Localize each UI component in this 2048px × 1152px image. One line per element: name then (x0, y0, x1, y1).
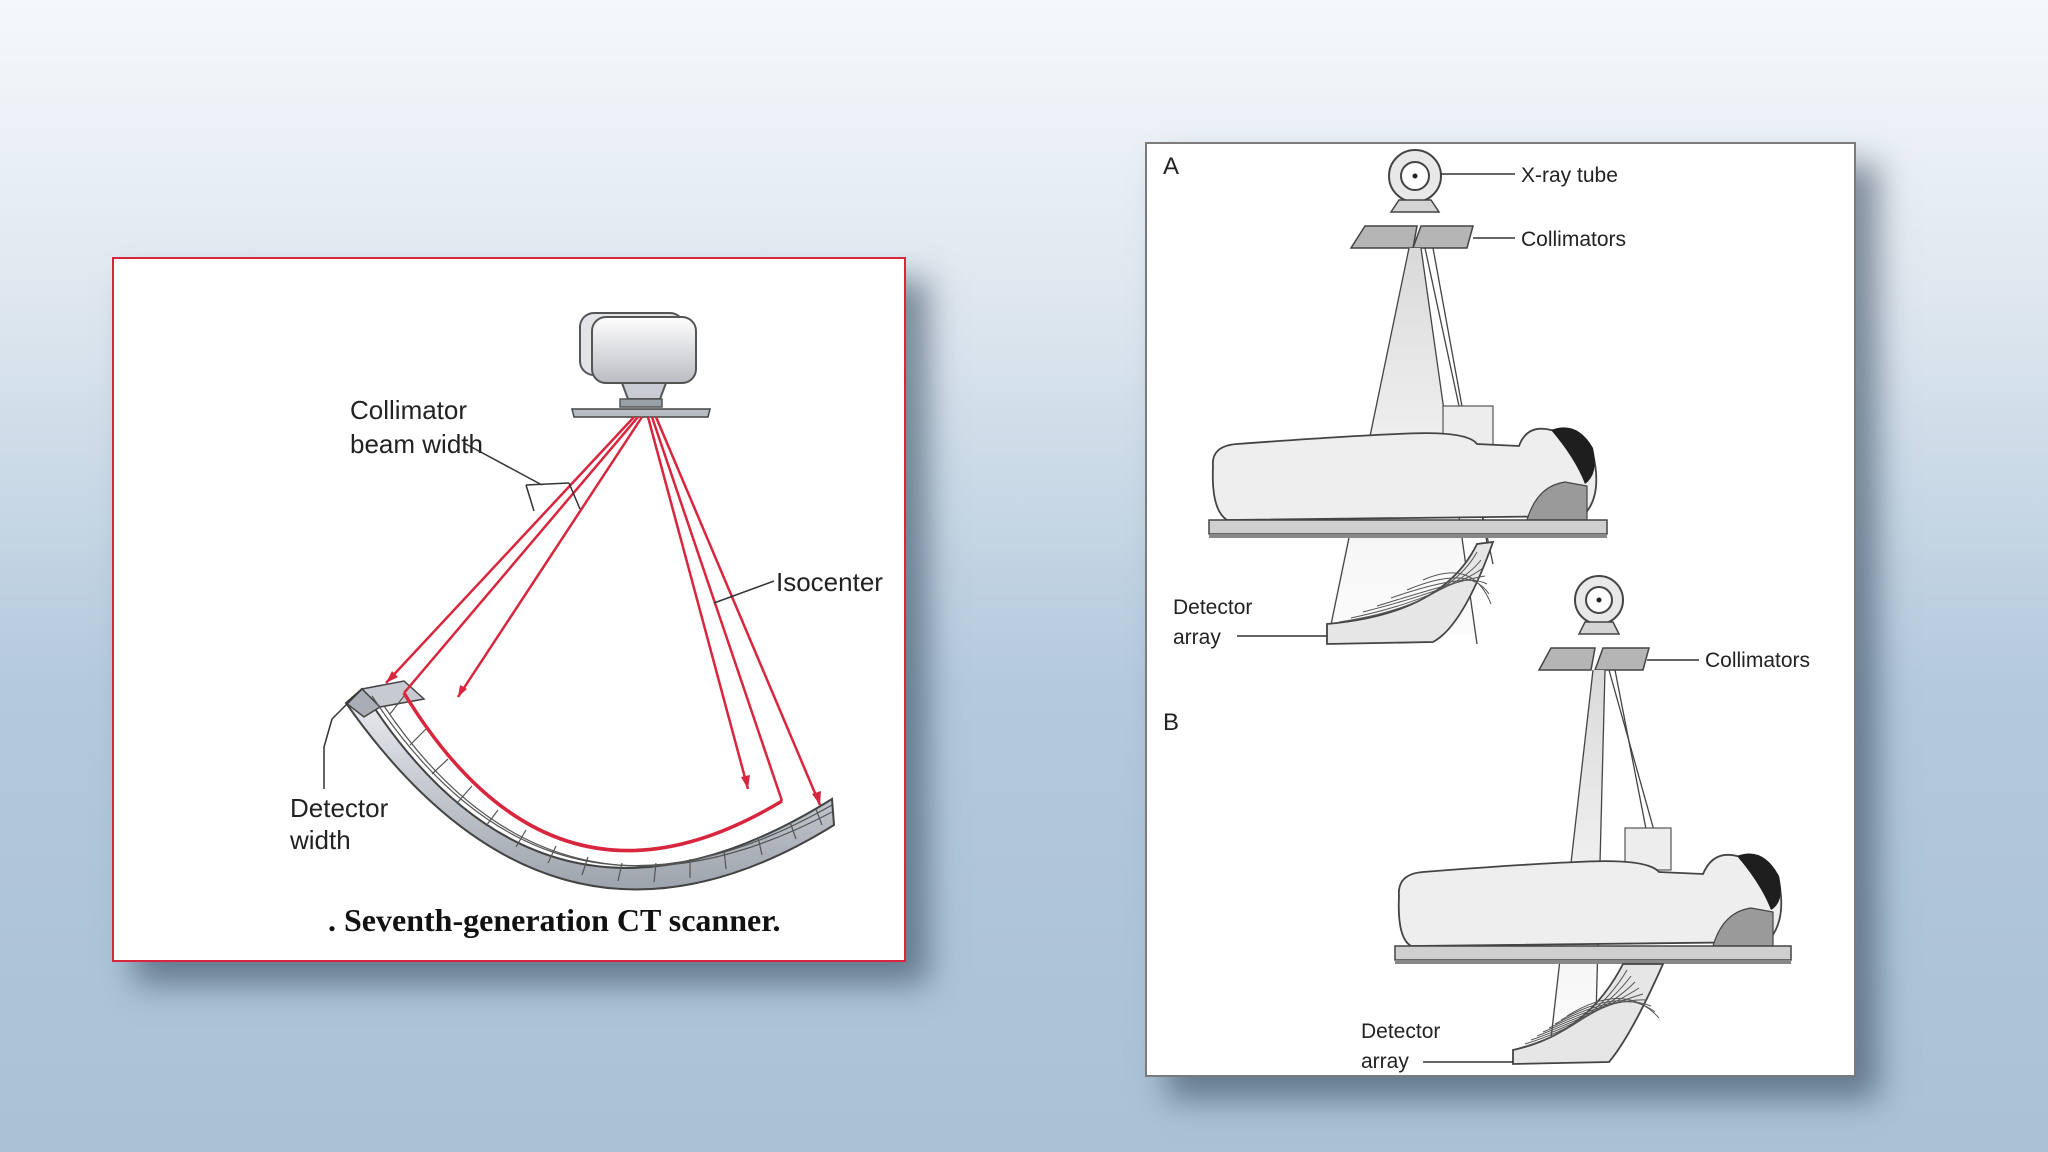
panel-a-collimators-label: Collimators (1521, 228, 1626, 251)
xray-beams (385, 416, 822, 853)
panel-b-table (1394, 945, 1792, 964)
collimator-width-bracket (463, 442, 581, 512)
panel-b-letter: B (1163, 709, 1179, 736)
detector-array-figure: A (1145, 142, 1856, 1077)
beam-arrowheads (386, 671, 821, 805)
panel-a-detector-label-line1: Detector (1173, 596, 1252, 619)
panel-b-leaders (1423, 659, 1699, 1063)
panel-a-xray-tube-icon (1388, 149, 1442, 213)
panel-a-patient (1211, 405, 1598, 521)
curved-detector-array (344, 680, 836, 891)
figure-caption: . Seventh-generation CT scanner. (328, 902, 780, 938)
panel-a-leaders (1237, 173, 1515, 637)
detector-width-label-line1: Detector (290, 793, 389, 823)
collimator-label-line1: Collimator (350, 395, 467, 425)
panel-b-patient (1397, 827, 1783, 947)
panel-a-collimators (1349, 225, 1474, 249)
panel-a-detector-array-icon (1326, 540, 1495, 645)
panel-b-detector-array-icon (1512, 963, 1665, 1065)
xray-tube-icon (571, 312, 711, 418)
collimator-label-line2: beam width (350, 429, 483, 459)
detector-array-diagram: A (1163, 149, 1810, 1073)
panel-b-xray-tube-icon (1574, 575, 1624, 635)
panel-a-detector-label-line2: array (1173, 626, 1221, 649)
detector-width-label-line2: width (289, 825, 351, 855)
panel-b-collimators (1537, 647, 1650, 671)
panel-b-detector-label-line2: array (1361, 1050, 1409, 1073)
xray-tube-label: X-ray tube (1521, 164, 1618, 187)
panel-a-letter: A (1163, 153, 1179, 180)
seventh-gen-ct-figure: Collimator beam width Isocenter Detector… (112, 257, 906, 962)
isocenter-label: Isocenter (776, 567, 883, 597)
panel-a-table (1208, 519, 1608, 538)
panel-b-collimators-label: Collimators (1705, 649, 1810, 672)
detector-width-leader (323, 688, 363, 789)
isocenter-leader (713, 580, 775, 604)
panel-b-detector-label-line1: Detector (1361, 1020, 1440, 1043)
ct-scanner-diagram: Collimator beam width Isocenter Detector… (289, 312, 883, 938)
